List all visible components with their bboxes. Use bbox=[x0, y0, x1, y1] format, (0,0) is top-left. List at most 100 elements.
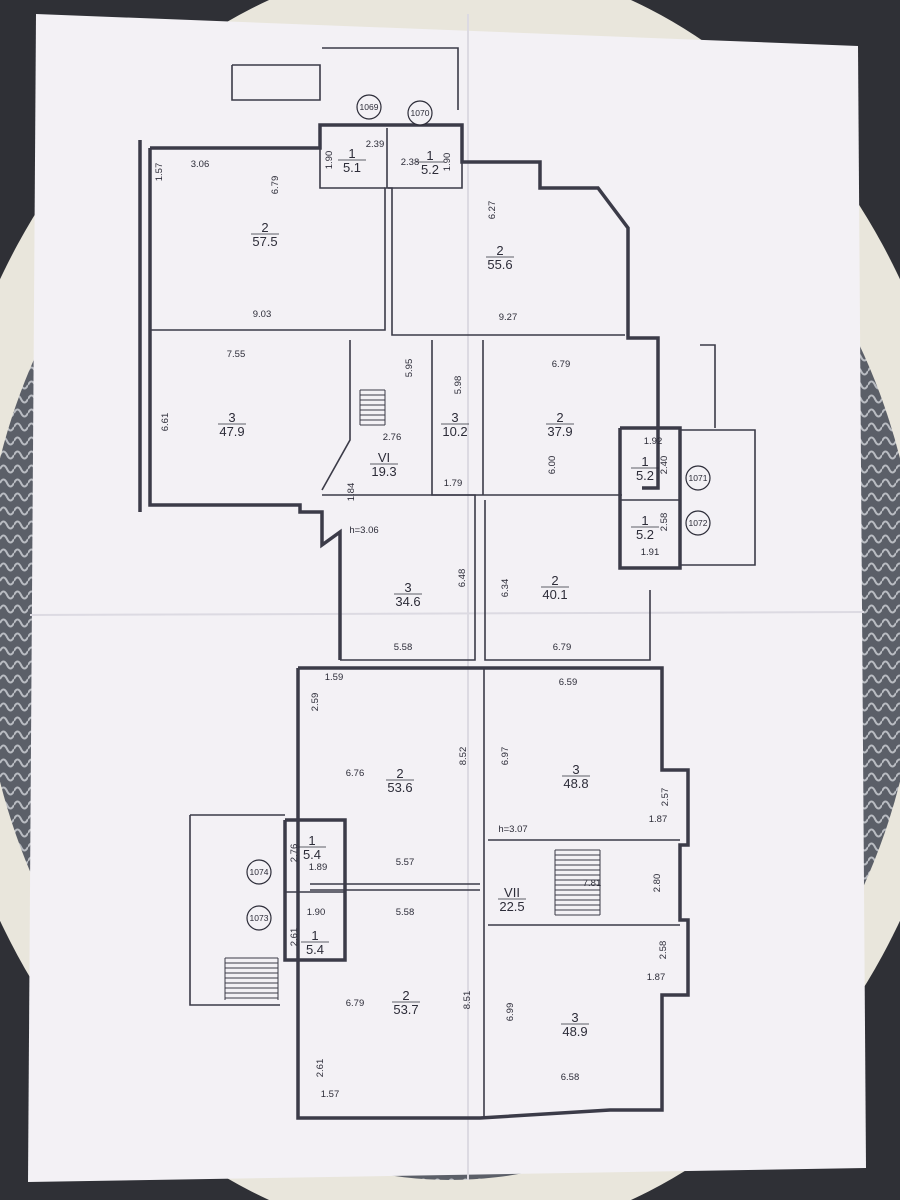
room-number: 1 bbox=[311, 928, 318, 943]
dimension-label: h=3.06 bbox=[349, 525, 378, 536]
dimension-label: 1.87 bbox=[647, 972, 666, 983]
room-label: 348.8 bbox=[562, 762, 590, 791]
room-label: 237.9 bbox=[546, 410, 574, 439]
dimension-label: 1.57 bbox=[321, 1089, 340, 1100]
dimension-label: 1.91 bbox=[641, 547, 660, 558]
dimension-label: 9.03 bbox=[253, 309, 272, 320]
dimension-label: 1.90 bbox=[307, 907, 326, 918]
marker-circle bbox=[685, 510, 711, 536]
room-area: 5.4 bbox=[303, 847, 321, 862]
dimension-label: 6.27 bbox=[487, 201, 498, 220]
marker-circle bbox=[246, 905, 272, 931]
dimension-label: 6.59 bbox=[559, 677, 578, 688]
dimension-label: 9.27 bbox=[499, 312, 518, 323]
room-area: 53.6 bbox=[387, 780, 412, 795]
room-number: 1 bbox=[308, 833, 315, 848]
dimension-label: 6.79 bbox=[346, 998, 365, 1009]
room-number: 1 bbox=[348, 146, 355, 161]
room-area: 19.3 bbox=[371, 464, 396, 479]
room-number: 2 bbox=[496, 243, 503, 258]
marker-number: 1073 bbox=[250, 913, 269, 923]
room-label: 253.7 bbox=[392, 988, 420, 1017]
dimension-label: 1.59 bbox=[325, 672, 344, 683]
porch-marker: 1070 bbox=[407, 100, 433, 126]
room-area: 5.1 bbox=[343, 160, 361, 175]
dimension-label: 6.79 bbox=[270, 176, 281, 195]
room-area: 5.2 bbox=[636, 527, 654, 542]
room-number: 2 bbox=[551, 573, 558, 588]
room-label: 347.9 bbox=[218, 410, 246, 439]
dimension-label: 6.99 bbox=[505, 1003, 516, 1022]
marker-circle bbox=[246, 859, 272, 885]
dimension-label: 2.58 bbox=[658, 941, 669, 960]
room-area: 5.2 bbox=[636, 468, 654, 483]
dimension-label: 1.84 bbox=[346, 483, 357, 502]
dimension-label: 1.87 bbox=[649, 814, 668, 825]
dimension-label: 6.48 bbox=[457, 569, 468, 588]
porch-marker: 1069 bbox=[356, 94, 382, 120]
room-number: 2 bbox=[556, 410, 563, 425]
room-area: 22.5 bbox=[499, 899, 524, 914]
room-area: 55.6 bbox=[487, 257, 512, 272]
marker-number: 1071 bbox=[689, 473, 708, 483]
room-label: 310.2 bbox=[441, 410, 469, 439]
marker-circle bbox=[407, 100, 433, 126]
dimension-label: 2.58 bbox=[659, 513, 670, 532]
dimension-label: 3.06 bbox=[191, 159, 210, 170]
dimension-label: 2.80 bbox=[652, 874, 663, 893]
dimension-label: 5.95 bbox=[404, 359, 415, 378]
dimension-label: 5.58 bbox=[396, 907, 415, 918]
dimension-label: 7.55 bbox=[227, 349, 246, 360]
room-number: 1 bbox=[641, 454, 648, 469]
room-label: 348.9 bbox=[561, 1010, 589, 1039]
room-label: 334.6 bbox=[394, 580, 422, 609]
dimension-label: 6.97 bbox=[500, 747, 511, 766]
room-area: 48.9 bbox=[562, 1024, 587, 1039]
room-label: 15.4 bbox=[298, 833, 326, 862]
dimension-label: 2.57 bbox=[660, 788, 671, 807]
room-label: 240.1 bbox=[541, 573, 569, 602]
dimension-label: 6.61 bbox=[160, 413, 171, 432]
dimension-label: 6.79 bbox=[553, 642, 572, 653]
dimension-label: 5.98 bbox=[453, 376, 464, 395]
room-number: 1 bbox=[426, 148, 433, 163]
dimension-label: 1.57 bbox=[154, 163, 165, 182]
marker-number: 1070 bbox=[411, 108, 430, 118]
dimension-label: 6.76 bbox=[346, 768, 365, 779]
room-area: 5.2 bbox=[421, 162, 439, 177]
room-label: 15.2 bbox=[416, 148, 444, 177]
room-area: 34.6 bbox=[395, 594, 420, 609]
room-area: 53.7 bbox=[393, 1002, 418, 1017]
dimension-label: 2.61 bbox=[289, 928, 300, 947]
room-area: 5.4 bbox=[306, 942, 324, 957]
room-number: 2 bbox=[261, 220, 268, 235]
room-label: 15.4 bbox=[301, 928, 329, 957]
dimension-label: 8.51 bbox=[462, 991, 473, 1010]
dimension-label: 2.76 bbox=[383, 432, 402, 443]
staircases bbox=[224, 389, 601, 1000]
room-area: 40.1 bbox=[542, 587, 567, 602]
dimension-label: 2.40 bbox=[659, 456, 670, 475]
room-number: 3 bbox=[572, 762, 579, 777]
room-area: 48.8 bbox=[563, 776, 588, 791]
dimension-label: 1.92 bbox=[644, 436, 663, 447]
room-number: 3 bbox=[404, 580, 411, 595]
room-area: 10.2 bbox=[442, 424, 467, 439]
dimension-label: 6.34 bbox=[500, 579, 511, 598]
room-number: VI bbox=[378, 450, 390, 465]
paper-fold-horizontal bbox=[29, 611, 865, 616]
room-label: 15.1 bbox=[338, 146, 366, 175]
room-label: 15.2 bbox=[631, 513, 659, 542]
dimension-label: 1.90 bbox=[442, 153, 453, 172]
dimension-label: 1.89 bbox=[309, 862, 328, 873]
room-label: 15.2 bbox=[631, 454, 659, 483]
room-number: 2 bbox=[402, 988, 409, 1003]
dimension-label: 8.52 bbox=[458, 747, 469, 766]
porch-marker: 1071 bbox=[685, 465, 711, 491]
marker-number: 1069 bbox=[360, 102, 379, 112]
room-area: 57.5 bbox=[252, 234, 277, 249]
room-number: VII bbox=[504, 885, 520, 900]
room-label: 257.5 bbox=[251, 220, 279, 249]
